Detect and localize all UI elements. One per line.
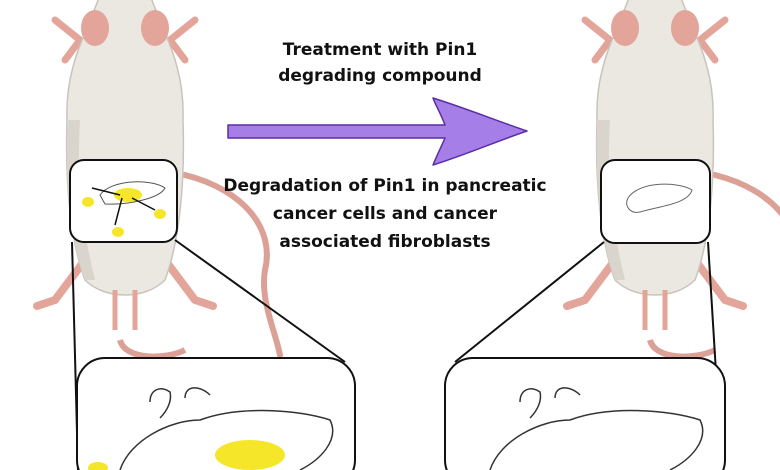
zoom-line — [454, 241, 605, 363]
outcome-label-line: associated fibroblasts — [279, 232, 491, 252]
tumor-inset-small-untreated — [69, 159, 178, 243]
treatment-arrow — [227, 97, 528, 166]
treatment-label-line: Treatment with Pin1 — [282, 40, 478, 60]
tumor-inset-large-untreated — [76, 357, 356, 470]
pancreas-inset-large-treated — [444, 357, 726, 470]
outcome-label: Degradation of Pin1 in pancreatic cancer… — [190, 172, 580, 256]
pancreas-inset-small-treated — [600, 159, 711, 244]
treatment-label: Treatment with Pin1 degrading compound — [210, 37, 550, 89]
outcome-label-line: Degradation of Pin1 in pancreatic — [223, 176, 547, 196]
zoom-line — [174, 239, 346, 363]
treatment-label-line: degrading compound — [278, 66, 482, 86]
outcome-label-line: cancer cells and cancer — [272, 204, 498, 224]
